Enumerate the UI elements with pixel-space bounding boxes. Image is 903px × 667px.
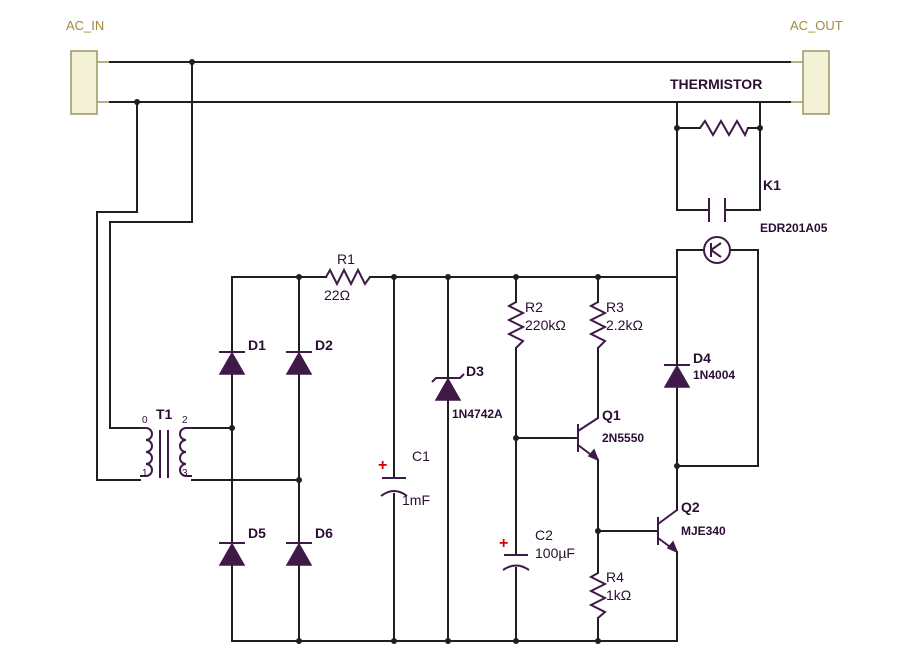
d3-part: 1N4742A [452, 407, 503, 421]
transistor-q2: Q2 MJE340 [657, 499, 726, 554]
c1-ref: C1 [412, 448, 430, 464]
diode-d5: D5 [218, 525, 266, 566]
c1-value: 1mF [402, 492, 430, 508]
resistor-r1: R1 22Ω [324, 251, 371, 303]
q1-part: 2N5550 [602, 431, 644, 445]
q1-ref: Q1 [602, 407, 621, 423]
r2-ref: R2 [525, 299, 543, 315]
r4-value: 1kΩ [606, 587, 631, 603]
t1-ref: T1 [156, 406, 173, 422]
q2-ref: Q2 [681, 499, 700, 515]
zener-d3: D3 1N4742A [431, 363, 503, 421]
ac-out-connector: AC_OUT [790, 18, 843, 115]
t1-pin2: 2 [182, 415, 188, 426]
d4-part: 1N4004 [693, 368, 735, 382]
k1-part: EDR201A05 [760, 221, 828, 235]
relay-k1: K1 EDR201A05 [703, 177, 828, 264]
diode-d2: D2 [285, 337, 333, 375]
transformer-t1: T1 0 1 2 3 [140, 406, 192, 479]
c2-value: 100µF [535, 545, 575, 561]
d6-ref: D6 [315, 525, 333, 541]
resistor-r2: R2 220kΩ [506, 299, 566, 349]
capacitor-c2: + C2 100µF [499, 527, 575, 571]
r2-value: 220kΩ [525, 317, 566, 333]
thermistor-label: THERMISTOR [670, 76, 762, 92]
d3-ref: D3 [466, 363, 484, 379]
t1-pin3: 3 [182, 468, 188, 479]
diode-d6: D6 [285, 525, 333, 566]
r1-value: 22Ω [324, 287, 350, 303]
r1-ref: R1 [337, 251, 355, 267]
r3-ref: R3 [606, 299, 624, 315]
d1-ref: D1 [248, 337, 266, 353]
r4-ref: R4 [606, 569, 624, 585]
t1-pin0: 0 [142, 415, 148, 426]
ac-out-label: AC_OUT [790, 18, 843, 33]
r3-value: 2.2kΩ [606, 317, 643, 333]
wiring [96, 61, 791, 642]
diode-d4: D4 1N4004 [663, 350, 735, 388]
c1-polarity: + [378, 457, 387, 474]
d2-ref: D2 [315, 337, 333, 353]
ac-in-label: AC_IN [66, 18, 104, 33]
thermistor: THERMISTOR [670, 76, 762, 138]
ac-in-connector: AC_IN [66, 18, 110, 115]
transistor-q1: Q1 2N5550 [575, 407, 644, 462]
d5-ref: D5 [248, 525, 266, 541]
capacitor-c1: + C1 1mF [378, 448, 430, 508]
resistor-r4: R4 1kΩ [588, 569, 631, 619]
c2-ref: C2 [535, 527, 553, 543]
diode-d1: D1 [218, 337, 266, 375]
q2-part: MJE340 [681, 524, 726, 538]
resistor-r3: R3 2.2kΩ [588, 299, 643, 349]
c2-polarity: + [499, 535, 508, 552]
d4-ref: D4 [693, 350, 711, 366]
k1-ref: K1 [763, 177, 781, 193]
t1-pin1: 1 [142, 468, 148, 479]
junctions [134, 59, 763, 644]
